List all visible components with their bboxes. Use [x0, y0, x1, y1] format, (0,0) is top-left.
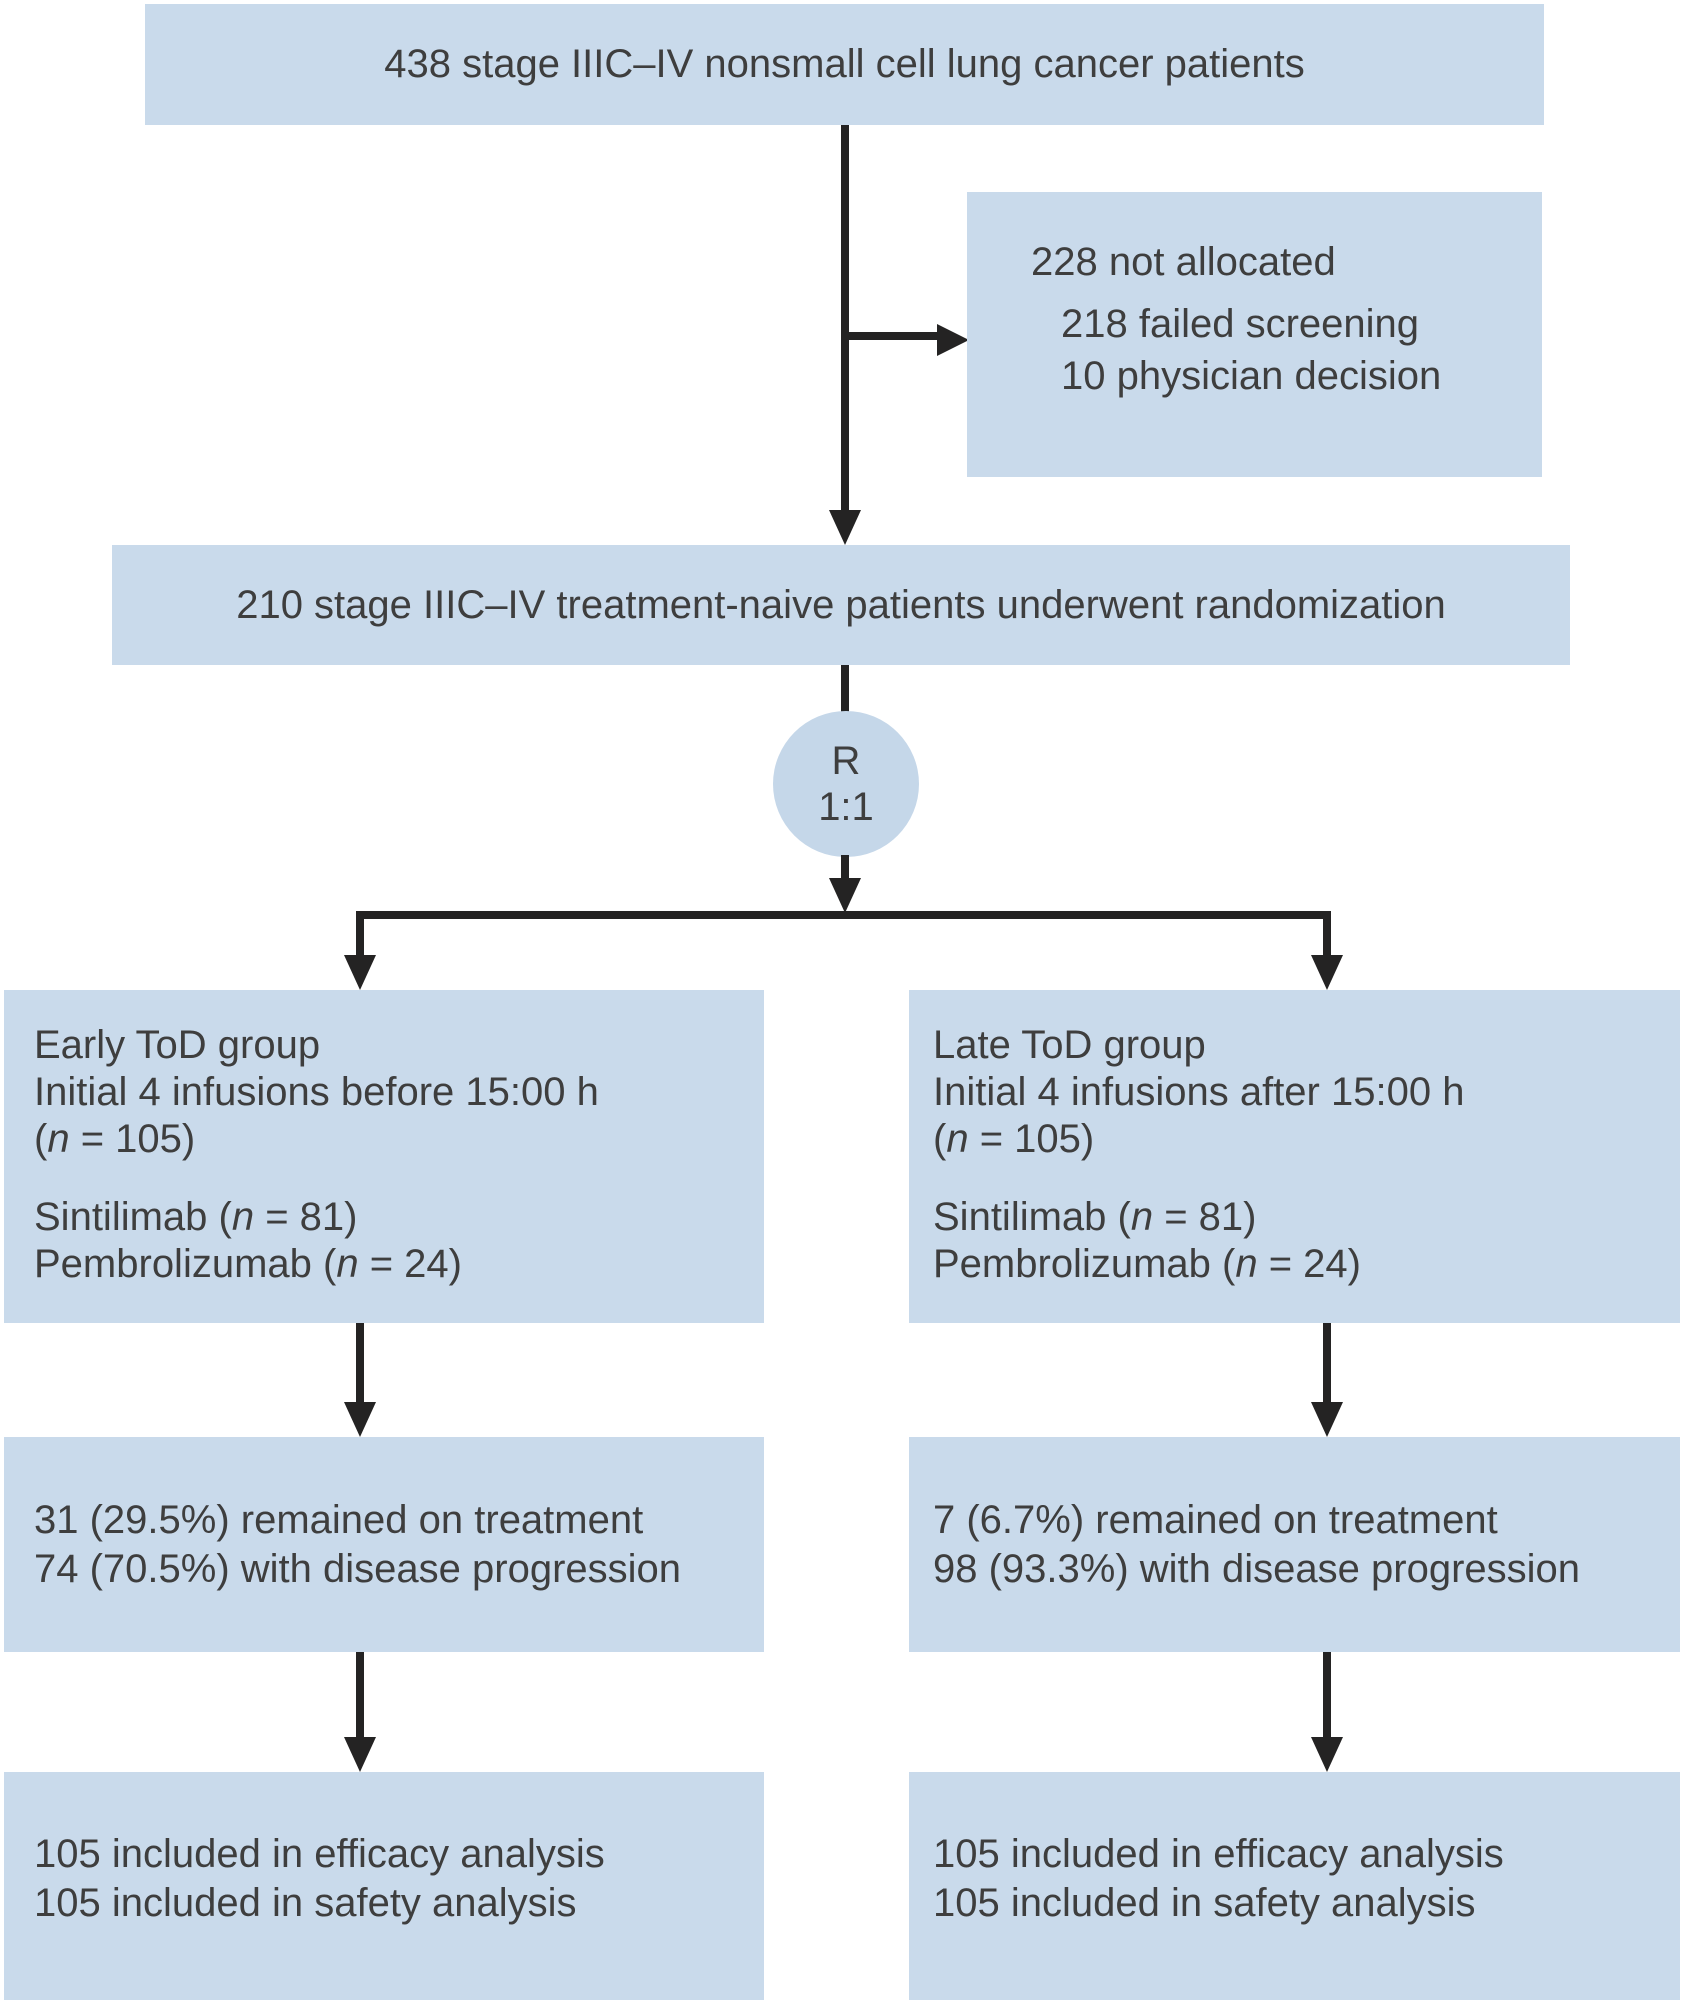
split-left-line [356, 911, 364, 957]
text-line: Late ToD group [933, 1023, 1206, 1067]
arrow-screening-to-randomization-line [841, 125, 849, 510]
text-line: 218 failed screening [1061, 302, 1420, 346]
randomization-circle-ratio: 1:1 [818, 785, 874, 829]
text-line: Initial 4 infusions before 15:00 h [34, 1070, 599, 1114]
randomization-circle: R 1:1 [773, 711, 919, 857]
arrow-early-analysis-line [356, 1652, 364, 1738]
randomization-circle-label: R [831, 739, 861, 783]
text-line: 105 included in safety analysis [34, 1881, 577, 1925]
text-line: Pembrolizumab (n = 24) [34, 1242, 462, 1286]
screening-text: 438 stage IIIC–IV nonsmall cell lung can… [384, 42, 1305, 86]
late-analysis-box: 105 included in efficacy analysis 105 inc… [909, 1772, 1680, 2000]
text-line: 105 included in efficacy analysis [933, 1832, 1504, 1876]
text-line: 10 physician decision [1061, 354, 1442, 398]
arrow-early-outcome-line [356, 1323, 364, 1403]
text-line: (n = 105) [34, 1117, 196, 1161]
text-line: (n = 105) [933, 1117, 1095, 1161]
text-line: 7 (6.7%) remained on treatment [933, 1497, 1498, 1542]
arrow-early-outcome-head [344, 1402, 376, 1437]
arrow-circle-split-line [841, 855, 849, 878]
text-line: Sintilimab (n = 81) [34, 1195, 358, 1239]
arrow-screening-to-randomization-head [829, 510, 861, 545]
arrow-late-analysis-head [1311, 1737, 1343, 1772]
arrow-early-analysis-head [344, 1737, 376, 1772]
screening-box: 438 stage IIIC–IV nonsmall cell lung can… [145, 4, 1544, 125]
late-group-drugs: Sintilimab (n = 81)Pembrolizumab (n = 24… [933, 1194, 1670, 1288]
text-line: Early ToD group [34, 1023, 321, 1067]
split-bar [356, 911, 1331, 919]
randomization-box: 210 stage IIIC–IV treatment-naive patien… [112, 545, 1570, 665]
split-left-head [344, 955, 376, 990]
connector-randomization-circle [841, 665, 849, 715]
arrow-late-analysis-line [1323, 1652, 1331, 1738]
text-line: 105 included in efficacy analysis [34, 1832, 605, 1876]
exclusion-reasons: 218 failed screening 10 physician decisio… [1031, 298, 1532, 402]
text-line: Initial 4 infusions after 15:00 h [933, 1070, 1465, 1114]
arrow-exclusion-head [937, 324, 969, 356]
text-line: Sintilimab (n = 81) [933, 1195, 1257, 1239]
early-analysis-box: 105 included in efficacy analysis 105 inc… [4, 1772, 764, 2000]
split-right-line [1323, 911, 1331, 957]
exclusion-title: 228 not allocated [1031, 240, 1336, 284]
arrow-exclusion-line [845, 332, 937, 340]
text-line: 105 included in safety analysis [933, 1881, 1476, 1925]
text-line: 74 (70.5%) with disease progression [34, 1546, 682, 1591]
text-line: 31 (29.5%) remained on treatment [34, 1497, 644, 1542]
early-group-drugs: Sintilimab (n = 81)Pembrolizumab (n = 24… [34, 1194, 754, 1288]
arrow-late-outcome-head [1311, 1402, 1343, 1437]
arrow-circle-split-head [829, 878, 861, 913]
split-right-head [1311, 955, 1343, 990]
arrow-late-outcome-line [1323, 1323, 1331, 1403]
text-line: Pembrolizumab (n = 24) [933, 1242, 1361, 1286]
exclusion-box: 228 not allocated 218 failed screening 10… [967, 192, 1542, 477]
randomization-text: 210 stage IIIC–IV treatment-naive patien… [236, 582, 1446, 627]
text-line: 98 (93.3%) with disease progression [933, 1546, 1581, 1591]
